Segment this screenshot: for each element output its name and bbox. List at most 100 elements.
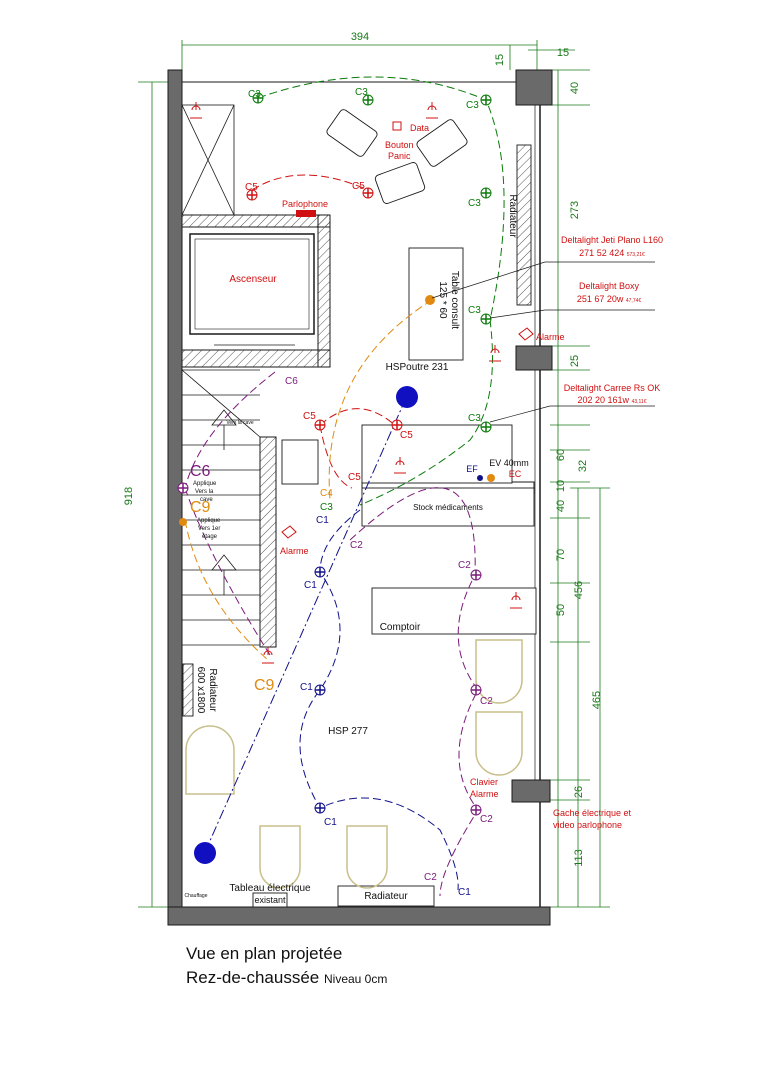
- c1-label: C1: [300, 682, 313, 693]
- socket-icon: [190, 102, 202, 119]
- dim-right-40a: 40: [569, 82, 581, 94]
- carree-name: Deltalight Carree Rs OK: [564, 383, 661, 393]
- c5-label: C5: [348, 472, 361, 483]
- jeti-point: [425, 295, 435, 305]
- wire-green-c3: [257, 76, 505, 506]
- applique-1er-1: Applique: [197, 518, 221, 524]
- pendant-blue-top: [396, 386, 418, 408]
- c5-label: C5: [245, 182, 258, 193]
- socket-icon: [426, 102, 438, 119]
- socket-icon: [394, 457, 406, 474]
- dimension-lines: [138, 40, 610, 908]
- carree-ref: 202 20 161w 43,11€: [578, 395, 647, 405]
- dim-right-273: 273: [569, 201, 581, 219]
- c3-label: C3: [320, 502, 333, 513]
- dim-left-height: 918: [123, 487, 135, 505]
- alarm-sensor-icon: [518, 327, 534, 341]
- alarm-sensor-icon: [281, 525, 297, 539]
- c9-label-large: C9: [254, 677, 275, 694]
- radiator-right: [516, 144, 532, 306]
- c1-label: C1: [304, 580, 317, 591]
- label-table-consult: Table consult: [449, 271, 460, 330]
- c2-label: C2: [458, 560, 471, 571]
- label-parlophone: Parlophone: [282, 199, 328, 209]
- label-radiateur-left: Radiateur: [207, 668, 218, 712]
- boxy-ref: 251 67 20w 47,74€: [577, 294, 642, 304]
- label-ascenseur: Ascenseur: [229, 274, 277, 285]
- dim-right-70: 70: [555, 549, 567, 561]
- label-tableau: Tableau électrique: [229, 883, 311, 894]
- label-stock: Stock médicaments: [413, 503, 483, 512]
- column-top-right: [515, 69, 553, 106]
- armchairs-top: [326, 109, 468, 204]
- light-fixtures: [177, 92, 495, 864]
- c5-label: C5: [400, 430, 413, 441]
- comptoir: [371, 587, 537, 635]
- room-labels: Ascenseur Table consult 125 * 60 HSPoutr…: [185, 194, 529, 905]
- c3-label: C3: [468, 413, 481, 424]
- electrical-symbols: [190, 102, 534, 664]
- waiting-chairs: [185, 639, 523, 889]
- circuit-labels: C3 C3 C3 C3 C3 C3 C3 C5 C5 C5 C5 C5 C4 C…: [190, 87, 493, 898]
- radiator-bottom: [337, 885, 435, 907]
- applique-cave-1: Applique: [193, 481, 217, 487]
- boxy-name: Deltalight Boxy: [579, 281, 640, 291]
- label-clavier: Clavier: [470, 777, 498, 787]
- applique-cave-3: cave: [200, 497, 213, 503]
- label-chauffage: Chauffage: [185, 893, 208, 899]
- wire-purple-c6: [184, 371, 479, 897]
- label-gache-2: video parlophone: [553, 820, 622, 830]
- dim-top-15a: 15: [494, 54, 506, 66]
- c5-label: C5: [303, 411, 316, 422]
- fixture-c3: [252, 92, 492, 433]
- dim-top-15b: 15: [557, 47, 569, 59]
- stairs-and-shafts: [181, 104, 261, 646]
- dim-right-113: 113: [573, 849, 585, 867]
- caption-level: Rez-de-chaussée Niveau 0cm: [186, 968, 387, 988]
- c9-label-large: C9: [190, 499, 211, 516]
- dimension-labels: 394 15 15 918 40 273 25 60 32 10 40 70 5…: [123, 31, 603, 867]
- wall-left: [167, 69, 183, 926]
- elevator-bottom-wall: [181, 349, 331, 368]
- dim-right-465: 465: [591, 691, 603, 709]
- elevator-right-wall: [317, 214, 331, 368]
- label-radiateur-right: Radiateur: [507, 194, 518, 238]
- c6-label-large: C6: [190, 463, 211, 480]
- label-bouton: Bouton: [385, 140, 414, 150]
- table-consult: [408, 247, 464, 361]
- socket-icon: [489, 345, 501, 362]
- c3-label: C3: [355, 87, 368, 98]
- label-alarme-1: Alarme: [536, 332, 565, 342]
- c9-point: [179, 518, 187, 526]
- dim-right-456: 456: [573, 581, 585, 599]
- wire-orange-c9: [184, 299, 433, 661]
- c3-label: C3: [468, 198, 481, 209]
- socket-icon: [262, 647, 274, 664]
- dim-right-40b: 40: [555, 500, 567, 512]
- applique-cave-2: Vers la: [195, 489, 214, 495]
- column-low-right: [511, 779, 551, 803]
- label-clavier-alarme: Alarme: [470, 789, 499, 799]
- label-tableau-existant: existant: [254, 895, 286, 905]
- tableau-box: [252, 892, 288, 908]
- fixture-c2: [177, 482, 482, 816]
- c2-label: C2: [424, 872, 437, 883]
- data-socket-icon: [392, 121, 402, 131]
- applique-1er-3: étage: [202, 534, 218, 540]
- parlophone-box: [296, 210, 316, 217]
- c2-label: C2: [350, 540, 363, 551]
- wall-bottom: [167, 906, 551, 926]
- label-gache-1: Gache électrique et: [553, 808, 632, 818]
- label-hs-poutre: HSPoutre 231: [386, 362, 449, 373]
- c1-label: C1: [324, 817, 337, 828]
- elevator: [189, 233, 315, 346]
- c2-label: C2: [480, 696, 493, 707]
- wire-blue-c1: [299, 509, 459, 891]
- socket-icon: [510, 592, 522, 609]
- dim-right-32: 32: [577, 460, 589, 472]
- label-ef: EF: [466, 464, 478, 474]
- dim-right-10: 10: [555, 480, 567, 492]
- column-mid-right: [515, 345, 553, 371]
- label-radiateur-size: 600 x1800: [195, 667, 206, 714]
